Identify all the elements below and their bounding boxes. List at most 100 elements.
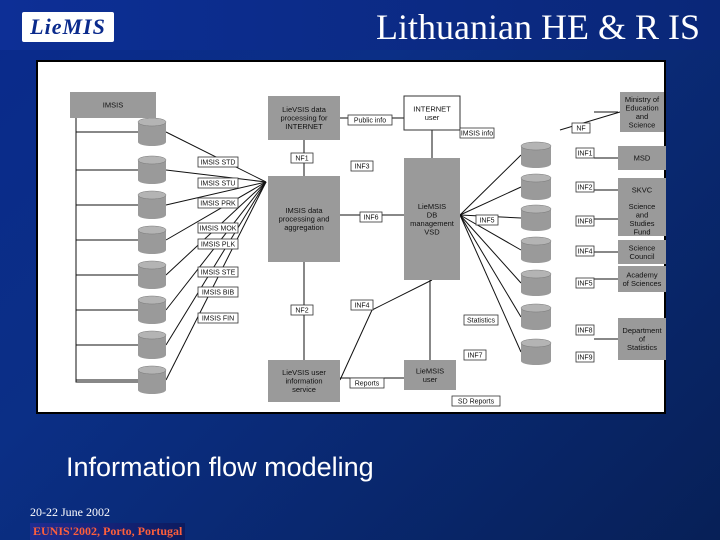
institution-box-label: Science: [629, 120, 656, 129]
slide-title: Lithuanian HE & R IS: [376, 7, 700, 47]
database-cylinder-bottom: [138, 211, 166, 219]
flow-connector: [459, 186, 522, 216]
institution-box-label: Department: [622, 326, 662, 335]
inf7-label-text: INF7: [467, 352, 482, 359]
inf3-label: [350, 160, 374, 172]
imsis-processing-box-label: aggregation: [284, 223, 324, 232]
database-cylinder: [138, 160, 166, 180]
inf6-label: [359, 211, 383, 223]
internet-user-box: [403, 95, 461, 131]
statistics-label: [463, 314, 499, 326]
right-database-cylinder: [521, 241, 551, 259]
inf4-label-text: INF4: [354, 302, 369, 309]
inf-label: [575, 181, 595, 193]
inf-label-text: INF1: [577, 150, 592, 157]
database-cylinder-top: [137, 190, 167, 200]
imsis-processing-box-label: IMSIS data: [285, 206, 323, 215]
liemsis-db-box-label: DB: [427, 210, 437, 219]
inf4-label: [350, 299, 374, 311]
flow-connector: [165, 181, 267, 206]
database-cylinder-bottom: [138, 246, 166, 254]
inf-label: [575, 147, 595, 159]
inf-label-text: INF4: [577, 248, 592, 255]
lievsis-user-box-label: information: [285, 377, 322, 386]
flow-connector: [459, 214, 522, 251]
flow-connector: [459, 214, 522, 318]
right-database-cylinder-top: [520, 141, 552, 151]
database-cylinder-top: [137, 260, 167, 270]
institution-box-label: MSD: [634, 154, 651, 163]
imsis-source-label-text: IMSIS STE: [201, 269, 236, 276]
right-database-cylinder: [521, 308, 551, 326]
slide-caption: Information flow modeling: [66, 452, 374, 482]
internet-user-box-label: user: [425, 113, 440, 122]
institution-box: [618, 240, 666, 264]
inf5-label-text: INF5: [479, 217, 494, 224]
database-cylinder-top: [137, 225, 167, 235]
flow-connector: [459, 154, 522, 216]
conference-name: EUNIS'2002, Porto, Portugal: [30, 523, 186, 540]
liemsis-db-box-label: LieMSIS: [418, 202, 446, 211]
database-cylinder-top: [137, 365, 167, 375]
imsis-source-label: [197, 312, 239, 324]
flow-connector: [75, 118, 138, 383]
nf1-label: [290, 152, 314, 164]
database-cylinder: [138, 122, 166, 142]
right-database-cylinder-bottom: [521, 192, 551, 200]
liemsis-user-box-label: LieMSIS: [416, 366, 444, 375]
database-cylinder-top: [137, 330, 167, 340]
inf-label: [575, 324, 595, 336]
flow-connector: [165, 181, 267, 346]
lievsis-data-box-label: processing for: [280, 114, 328, 123]
nf-right-label-text: NF: [576, 125, 585, 132]
liemis-logo: LieMIS: [22, 12, 114, 42]
internet-user-box-label: INTERNET: [413, 104, 451, 113]
inf5-label: [475, 214, 499, 226]
imsis-box-label: IMSIS: [103, 101, 123, 110]
inf-label: [575, 277, 595, 289]
database-cylinder-bottom: [138, 281, 166, 289]
institution-box: [618, 178, 666, 202]
sd-reports-label: [451, 395, 501, 407]
right-database-cylinder-top: [520, 204, 552, 214]
inf7-label: [463, 349, 487, 361]
reports-label: [349, 377, 385, 389]
lievsis-data-box-label: INTERNET: [285, 122, 323, 131]
imsis-source-label: [197, 222, 239, 234]
right-database-cylinder-top: [520, 236, 552, 246]
database-cylinder-bottom: [138, 138, 166, 146]
database-cylinder-top: [137, 155, 167, 165]
imsis-source-label-text: IMSIS FIN: [202, 315, 234, 322]
inf-label-text: INF2: [577, 184, 592, 191]
imsis-info-label-text: IMSIS info: [461, 130, 493, 137]
database-cylinder-top: [137, 295, 167, 305]
institution-box-label: Fund: [633, 227, 650, 236]
institution-box: [620, 92, 664, 132]
right-database-cylinder-bottom: [521, 357, 551, 365]
lievsis-user-box: [268, 360, 340, 402]
right-database-cylinder: [521, 209, 551, 227]
imsis-source-label-text: IMSIS PRK: [200, 200, 236, 207]
right-database-cylinder-top: [520, 173, 552, 183]
inf6-label-text: INF6: [363, 214, 378, 221]
database-cylinder: [138, 370, 166, 390]
database-cylinder: [138, 195, 166, 215]
institution-box-label: Statistics: [627, 343, 657, 352]
flow-connector: [165, 181, 267, 241]
imsis-processing-box: [268, 176, 340, 262]
right-database-cylinder: [521, 178, 551, 196]
right-database-cylinder-top: [520, 303, 552, 313]
database-cylinder-bottom: [138, 176, 166, 184]
imsis-info-label: [459, 127, 495, 139]
nf1-label-text: NF1: [295, 155, 308, 162]
inf3-label-text: INF3: [354, 163, 369, 170]
inf-label-text: INF5: [577, 280, 592, 287]
right-database-cylinder-bottom: [521, 223, 551, 231]
right-database-cylinder-bottom: [521, 160, 551, 168]
institution-box-label: and: [636, 210, 649, 219]
imsis-source-label: [197, 156, 239, 168]
institution-box-label: Science: [629, 202, 656, 211]
institution-box-label: Council: [629, 252, 654, 261]
right-database-cylinder-bottom: [521, 255, 551, 263]
